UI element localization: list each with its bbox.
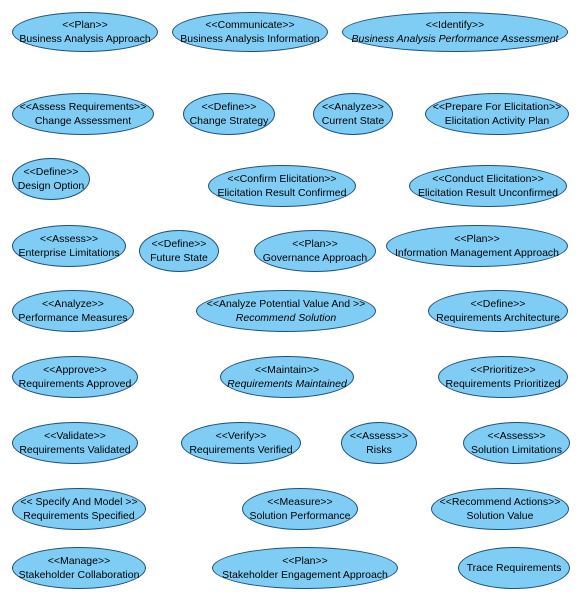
use-case-future-state[interactable]: <<Define>> Future State bbox=[139, 230, 219, 272]
use-case-name: Requirements Verified bbox=[189, 444, 293, 456]
use-case-stereotype: <<Verify>> bbox=[215, 430, 267, 442]
use-case-stereotype: <<Assess Requirements>> bbox=[19, 101, 147, 113]
use-case-name: Requirements Architecture bbox=[436, 312, 560, 324]
use-case-name: Change Strategy bbox=[189, 115, 269, 127]
use-case-name: Elicitation Result Confirmed bbox=[217, 187, 347, 199]
use-case-name: Requirements Approved bbox=[18, 378, 132, 390]
use-case-stereotype: <<Communicate>> bbox=[205, 19, 295, 31]
use-case-trace-requirements[interactable]: Trace Requirements bbox=[458, 547, 570, 589]
use-case-requirements-maintained[interactable]: <<Maintain>> Requirements Maintained bbox=[220, 356, 354, 398]
use-case-name: Governance Approach bbox=[262, 252, 368, 264]
use-case-name: Information Management Approach bbox=[394, 247, 560, 259]
use-case-design-option[interactable]: <<Define>> Design Option bbox=[12, 158, 90, 200]
use-case-recommend-solution[interactable]: <<Analyze Potential Value And >> Recomme… bbox=[196, 290, 376, 332]
use-case-name: Stakeholder Collaboration bbox=[18, 569, 140, 581]
use-case-solution-limitations[interactable]: <<Assess>> Solution Limitations bbox=[463, 422, 570, 464]
use-case-stereotype: <<Define>> bbox=[201, 101, 257, 113]
use-case-name: Enterprise Limitations bbox=[18, 247, 120, 259]
use-case-stereotype: <<Identify>> bbox=[425, 19, 485, 31]
use-case-name: Elicitation Result Unconfirmed bbox=[417, 187, 559, 199]
use-case-name: Requirements Specified bbox=[23, 510, 135, 522]
use-case-name: Stakeholder Engagement Approach bbox=[222, 569, 388, 581]
use-case-stereotype: <<Approve>> bbox=[43, 364, 107, 376]
use-case-name: Solution Performance bbox=[249, 510, 351, 522]
use-case-risks[interactable]: <<Assess>> Risks bbox=[341, 422, 417, 464]
use-case-business-analysis-information[interactable]: <<Communicate>> Business Analysis Inform… bbox=[172, 12, 328, 52]
use-case-name: Recommend Solution bbox=[235, 312, 337, 324]
use-case-name: Solution Value bbox=[466, 510, 534, 522]
use-case-name: Business Analysis Approach bbox=[19, 33, 151, 45]
use-case-elicitation-result-unconfirmed[interactable]: <<Conduct Elicitation>> Elicitation Resu… bbox=[409, 165, 567, 207]
use-case-name: Solution Limitations bbox=[470, 444, 563, 456]
use-case-name: Current State bbox=[321, 115, 385, 127]
use-case-stereotype: <<Assess>> bbox=[487, 430, 546, 442]
use-case-stereotype: <<Analyze Potential Value And >> bbox=[206, 298, 366, 310]
use-case-stereotype: <<Plan>> bbox=[62, 19, 108, 31]
use-case-information-management-approach[interactable]: <<Plan>> Information Management Approach bbox=[386, 225, 568, 267]
use-case-stereotype: <<Confirm Elicitation>> bbox=[227, 173, 337, 185]
use-case-name: Trace Requirements bbox=[466, 562, 562, 574]
use-case-stakeholder-collaboration[interactable]: <<Manage>> Stakeholder Collaboration bbox=[12, 547, 146, 589]
use-case-elicitation-activity-plan[interactable]: <<Prepare For Elicitation>> Elicitation … bbox=[425, 93, 569, 135]
use-case-stereotype: <<Prioritize>> bbox=[470, 364, 536, 376]
use-case-stereotype: <<Plan>> bbox=[454, 233, 500, 245]
use-case-name: Risks bbox=[366, 444, 392, 456]
use-case-name: Requirements Maintained bbox=[227, 378, 347, 390]
use-case-solution-value[interactable]: <<Recommend Actions>> Solution Value bbox=[431, 488, 569, 530]
use-case-stereotype: <<Define>> bbox=[23, 166, 79, 178]
use-case-name: Design Option bbox=[17, 180, 85, 192]
use-case-business-analysis-approach[interactable]: <<Plan>> Business Analysis Approach bbox=[12, 12, 158, 52]
use-case-stereotype: <<Validate>> bbox=[44, 430, 106, 442]
use-case-stereotype: <<Analyze>> bbox=[42, 298, 104, 310]
use-case-stereotype: <<Maintain>> bbox=[254, 364, 320, 376]
use-case-stereotype: <<Analyze>> bbox=[322, 101, 384, 113]
use-case-name: Requirements Validated bbox=[19, 444, 131, 456]
use-case-stereotype: <<Assess>> bbox=[349, 430, 409, 442]
use-case-requirements-architecture[interactable]: <<Define>> Requirements Architecture bbox=[428, 290, 568, 332]
use-case-requirements-validated[interactable]: <<Validate>> Requirements Validated bbox=[12, 422, 138, 464]
use-case-stereotype: <<Prepare For Elicitation>> bbox=[432, 101, 562, 113]
use-case-stereotype: <<Define>> bbox=[470, 298, 526, 310]
use-case-name: Elicitation Activity Plan bbox=[444, 115, 550, 127]
use-case-performance-measures[interactable]: <<Analyze>> Performance Measures bbox=[12, 290, 134, 332]
use-case-stereotype: << Specify And Model >> bbox=[20, 496, 138, 508]
use-case-stakeholder-engagement-approach[interactable]: <<Plan>> Stakeholder Engagement Approach bbox=[212, 547, 398, 589]
use-case-stereotype: <<Assess>> bbox=[39, 233, 99, 245]
use-case-name: Business Analysis Information bbox=[180, 33, 320, 45]
use-case-business-analysis-performance-assessment[interactable]: <<Identify>> Business Analysis Performan… bbox=[342, 12, 568, 52]
use-case-requirements-specified[interactable]: << Specify And Model >> Requirements Spe… bbox=[12, 488, 146, 530]
use-case-requirements-prioritized[interactable]: <<Prioritize>> Requirements Prioritized bbox=[438, 356, 568, 398]
use-case-current-state[interactable]: <<Analyze>> Current State bbox=[313, 93, 393, 135]
use-case-stereotype: <<Measure>> bbox=[267, 496, 333, 508]
use-case-name: Business Analysis Performance Assessment bbox=[351, 33, 559, 45]
use-case-change-strategy[interactable]: <<Define>> Change Strategy bbox=[183, 93, 275, 135]
use-case-stereotype: <<Recommend Actions>> bbox=[439, 496, 561, 508]
use-case-requirements-approved[interactable]: <<Approve>> Requirements Approved bbox=[12, 356, 138, 398]
use-case-elicitation-result-confirmed[interactable]: <<Confirm Elicitation>> Elicitation Resu… bbox=[208, 165, 356, 207]
use-case-stereotype: <<Plan>> bbox=[282, 555, 328, 567]
use-case-stereotype: <<Manage>> bbox=[47, 555, 111, 567]
use-case-name: Change Assessment bbox=[34, 115, 132, 127]
use-case-stereotype: <<Plan>> bbox=[292, 238, 338, 250]
use-case-solution-performance[interactable]: <<Measure>> Solution Performance bbox=[242, 488, 358, 530]
use-case-requirements-verified[interactable]: <<Verify>> Requirements Verified bbox=[181, 422, 301, 464]
use-case-governance-approach[interactable]: <<Plan>> Governance Approach bbox=[254, 230, 376, 272]
use-case-name: Requirements Prioritized bbox=[445, 378, 561, 390]
use-case-change-assessment[interactable]: <<Assess Requirements>> Change Assessmen… bbox=[12, 93, 154, 135]
use-case-name: Performance Measures bbox=[18, 312, 128, 324]
use-case-stereotype: <<Conduct Elicitation>> bbox=[432, 173, 544, 185]
use-case-enterprise-limitations[interactable]: <<Assess>> Enterprise Limitations bbox=[12, 225, 126, 267]
use-case-stereotype: <<Define>> bbox=[151, 238, 207, 250]
use-case-name: Future State bbox=[150, 252, 208, 264]
